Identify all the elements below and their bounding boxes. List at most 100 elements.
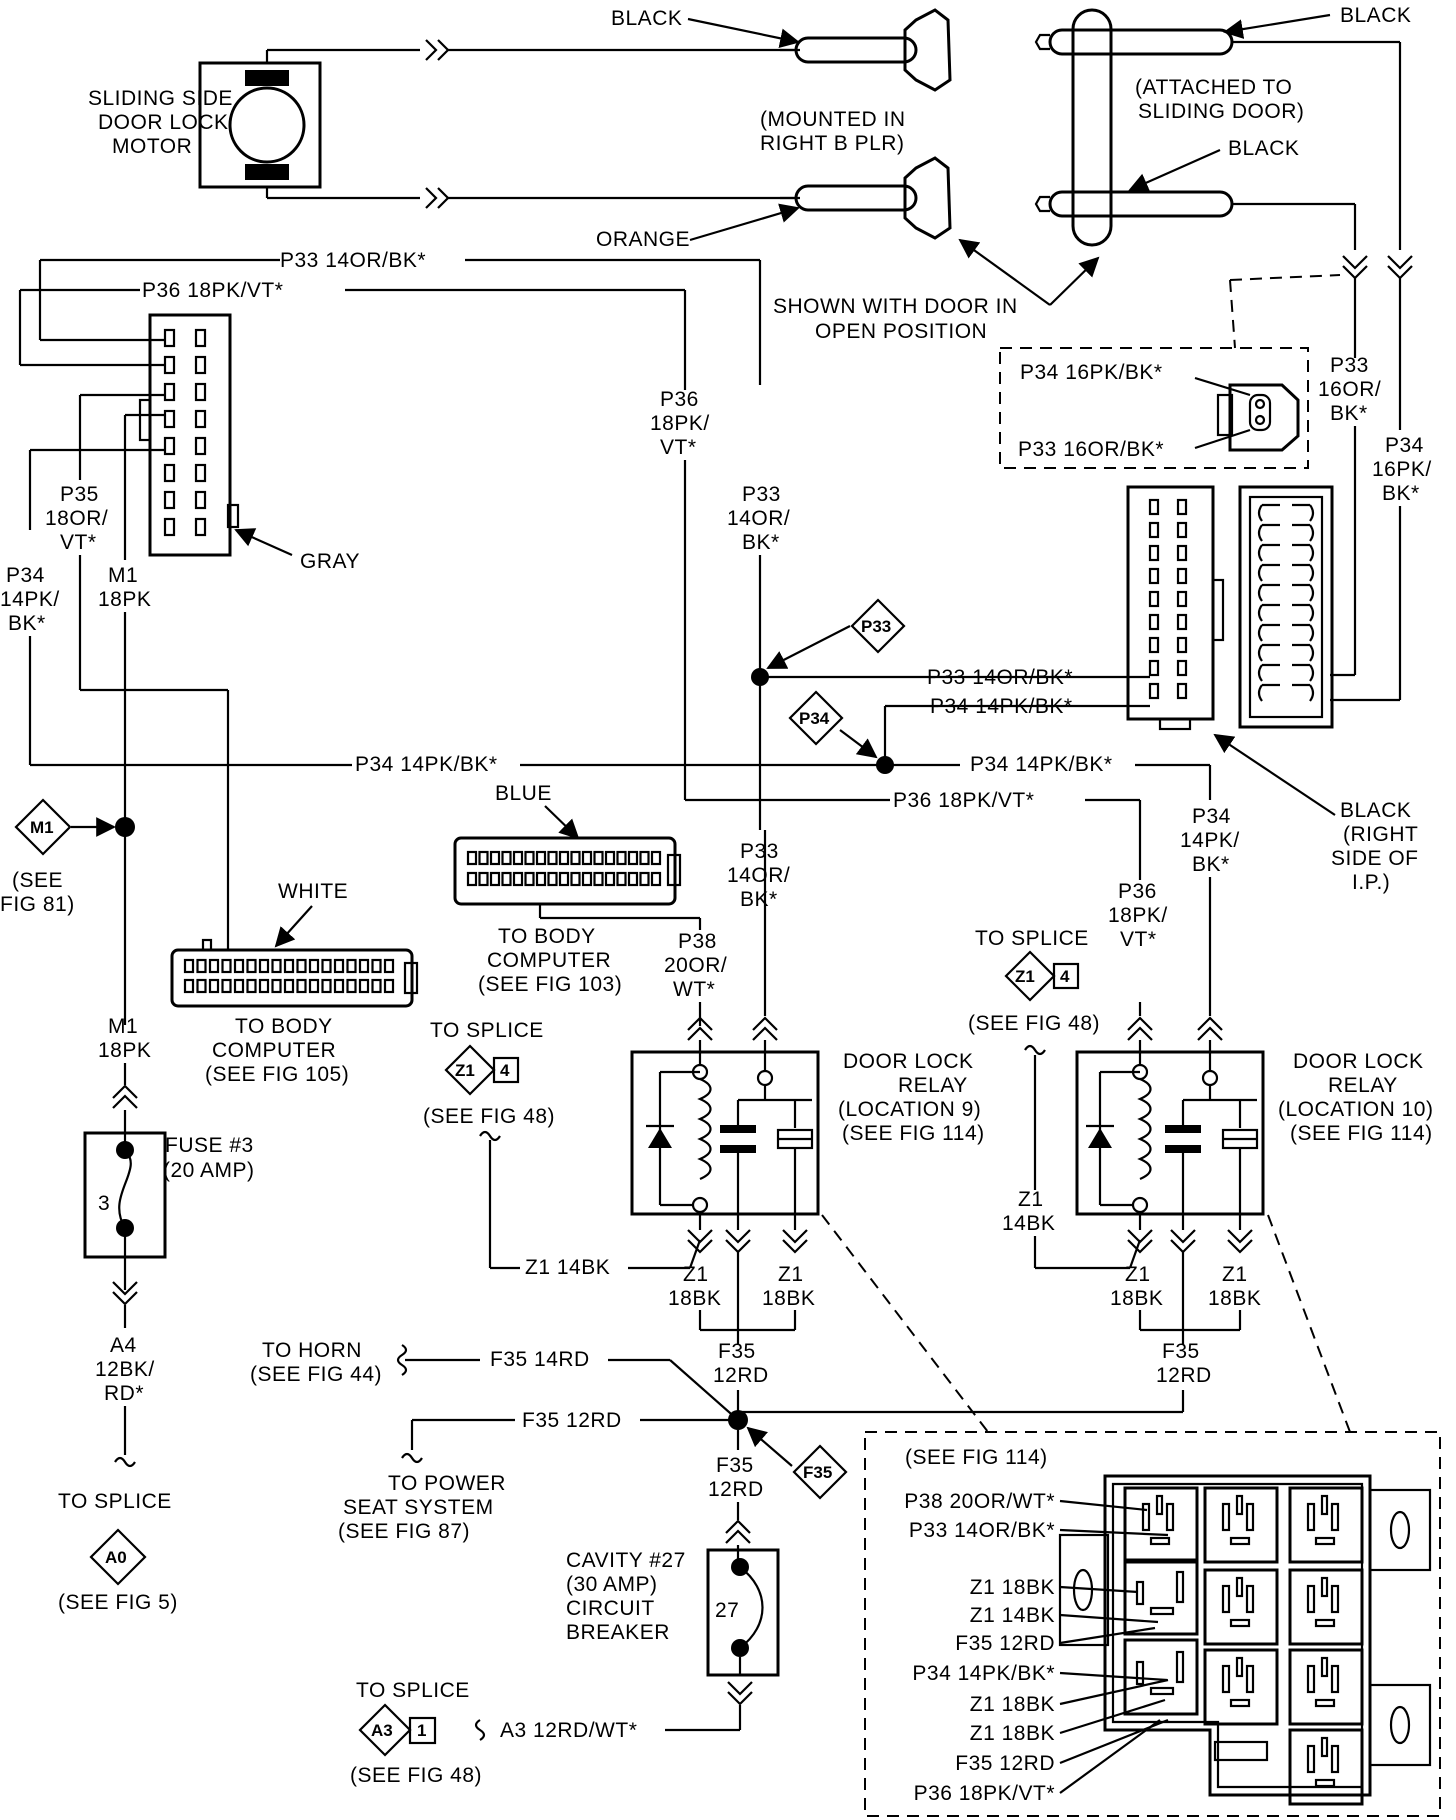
black-ip-label-1: BLACK	[1340, 799, 1411, 822]
p33-splice-tag: P33	[850, 598, 906, 654]
see-z1a: (SEE FIG 48)	[423, 1105, 555, 1128]
to-horn-1: TO HORN	[262, 1339, 362, 1362]
relay-block-label: P38 20OR/WT*	[904, 1490, 1055, 1513]
p34-mid-label: P34 14PK/BK*	[355, 753, 498, 776]
z1b-splice-tag: Z1 4	[1004, 950, 1080, 1002]
f35b-1: F35	[1162, 1340, 1200, 1363]
f35-down-1: F35	[716, 1454, 754, 1477]
relay10-4: (SEE FIG 114)	[1290, 1122, 1433, 1145]
m1-splice-dot	[115, 817, 135, 837]
relay9-3: (LOCATION 9)	[838, 1098, 981, 1121]
p36-relay-3: VT*	[1120, 928, 1157, 951]
p33-top-label: P33 14OR/BK*	[280, 249, 426, 272]
motor-label-1: SLIDING SIDE	[88, 87, 233, 110]
f35-splice-tag: F35	[792, 1444, 848, 1500]
circuit-breaker-27: 27	[706, 1545, 780, 1677]
power-seat-2: SEAT SYSTEM	[343, 1496, 494, 1519]
m1-vert-2: 18PK	[98, 588, 151, 611]
blue-body-1: TO BODY	[498, 925, 596, 948]
p33-relay-2: 14OR/	[727, 864, 790, 887]
f35-seat-label: F35 12RD	[522, 1409, 622, 1432]
p34-relay-3: BK*	[1192, 853, 1230, 876]
p35-vert-2: 18OR/	[45, 507, 108, 530]
relay-block-label: F35 12RD	[955, 1632, 1055, 1655]
p33-side-1: P33	[1330, 354, 1369, 377]
svg-text:P34: P34	[799, 709, 830, 728]
p34-right-label: P34 14PK/BK*	[970, 753, 1113, 776]
relay-block-label: Z1 14BK	[970, 1604, 1055, 1627]
p34-left-3: BK*	[8, 612, 46, 635]
breaker-4: BREAKER	[566, 1621, 670, 1644]
black-ip-label-4: I.P.)	[1352, 871, 1390, 894]
p36-vert-1: P36	[660, 388, 699, 411]
z1d-relay-2: 18BK	[1208, 1287, 1261, 1310]
breaker-2: (30 AMP)	[566, 1573, 658, 1596]
z1-right-2: 14BK	[1002, 1212, 1055, 1235]
p38-relay-3: WT*	[673, 978, 715, 1001]
blue-body-2: COMPUTER	[487, 949, 611, 972]
m1-fuse-2: 18PK	[98, 1039, 151, 1062]
mount-label-1: (MOUNTED IN	[760, 108, 906, 131]
see-z1b: (SEE FIG 48)	[968, 1012, 1100, 1035]
z1-right-1: Z1	[1018, 1188, 1044, 1211]
f35-horn-label: F35 14RD	[490, 1348, 590, 1371]
svg-text:3: 3	[98, 1192, 110, 1215]
p36-relay-1: P36	[1118, 880, 1157, 903]
svg-text:Z1: Z1	[1015, 967, 1035, 986]
z1a-relay-1: Z1	[683, 1263, 709, 1286]
p33-relay-1: P33	[740, 840, 779, 863]
black-ip-label-3: SIDE OF	[1331, 847, 1419, 870]
f35a-1: F35	[718, 1340, 756, 1363]
p38-relay-2: 20OR/	[664, 954, 727, 977]
mount-label-2: RIGHT B PLR)	[760, 132, 904, 155]
p38-relay-1: P38	[678, 930, 717, 953]
see-fig81-1: (SEE	[12, 869, 63, 892]
relay9-1: DOOR LOCK	[843, 1050, 974, 1073]
p36-relay-2: 18PK/	[1108, 904, 1168, 927]
see-fig114: (SEE FIG 114)	[905, 1446, 1048, 1469]
svg-text:1: 1	[417, 1721, 426, 1740]
relay-block-label: F35 12RD	[955, 1752, 1055, 1775]
z1d-relay-1: Z1	[1222, 1263, 1248, 1286]
relay-block-label: Z1 18BK	[970, 1722, 1055, 1745]
dash-p33-label: P33 16OR/BK*	[1018, 438, 1164, 461]
svg-text:A0: A0	[105, 1548, 127, 1567]
z1a-relay-2: 18BK	[668, 1287, 721, 1310]
a3-wire-label: A3 12RD/WT*	[500, 1719, 637, 1742]
p34-side-2: 16PK/	[1372, 458, 1432, 481]
a3-splice-tag: A3 1	[358, 1703, 437, 1757]
p36-vert-3: VT*	[660, 436, 697, 459]
relay10-2: RELAY	[1328, 1074, 1398, 1097]
white-body-2: COMPUTER	[212, 1039, 336, 1062]
z1b-relay-1: Z1	[778, 1263, 804, 1286]
p36-vert-2: 18PK/	[650, 412, 710, 435]
a4-label-1: A4	[110, 1334, 137, 1357]
black-wire-label-2: BLACK	[1340, 4, 1411, 27]
m1-vert-1: M1	[108, 564, 138, 587]
p33-vert-1: P33	[742, 483, 781, 506]
black-wire-label-1: BLACK	[611, 7, 682, 30]
white-body-3: (SEE FIG 105)	[205, 1063, 349, 1086]
to-splice-z1b: TO SPLICE	[975, 927, 1089, 950]
black-ip-label-2: (RIGHT	[1343, 823, 1418, 846]
f35-down-2: 12RD	[708, 1478, 764, 1501]
blue-connector	[453, 836, 682, 906]
relay-block-label: P34 14PK/BK*	[912, 1662, 1055, 1685]
door-lock-motor	[198, 39, 800, 209]
relay-block-label: P33 14OR/BK*	[909, 1519, 1055, 1542]
z1c-relay-1: Z1	[1125, 1263, 1151, 1286]
relay-block-label: Z1 18BK	[970, 1693, 1055, 1716]
fuse-label-2: (20 AMP)	[163, 1159, 255, 1182]
p34-conn-label: P34 14PK/BK*	[930, 695, 1073, 718]
to-splice-a0: TO SPLICE	[58, 1490, 172, 1513]
p34-side-1: P34	[1385, 434, 1424, 457]
power-seat-1: TO POWER	[388, 1472, 506, 1495]
gray-connector	[138, 313, 240, 557]
fuse-label-1: FUSE #3	[165, 1134, 254, 1157]
p36-top-label: P36 18PK/VT*	[142, 279, 283, 302]
motor-label-3: MOTOR	[112, 135, 192, 158]
z1b-relay-2: 18BK	[762, 1287, 815, 1310]
door-open-label-1: SHOWN WITH DOOR IN	[773, 295, 1018, 318]
